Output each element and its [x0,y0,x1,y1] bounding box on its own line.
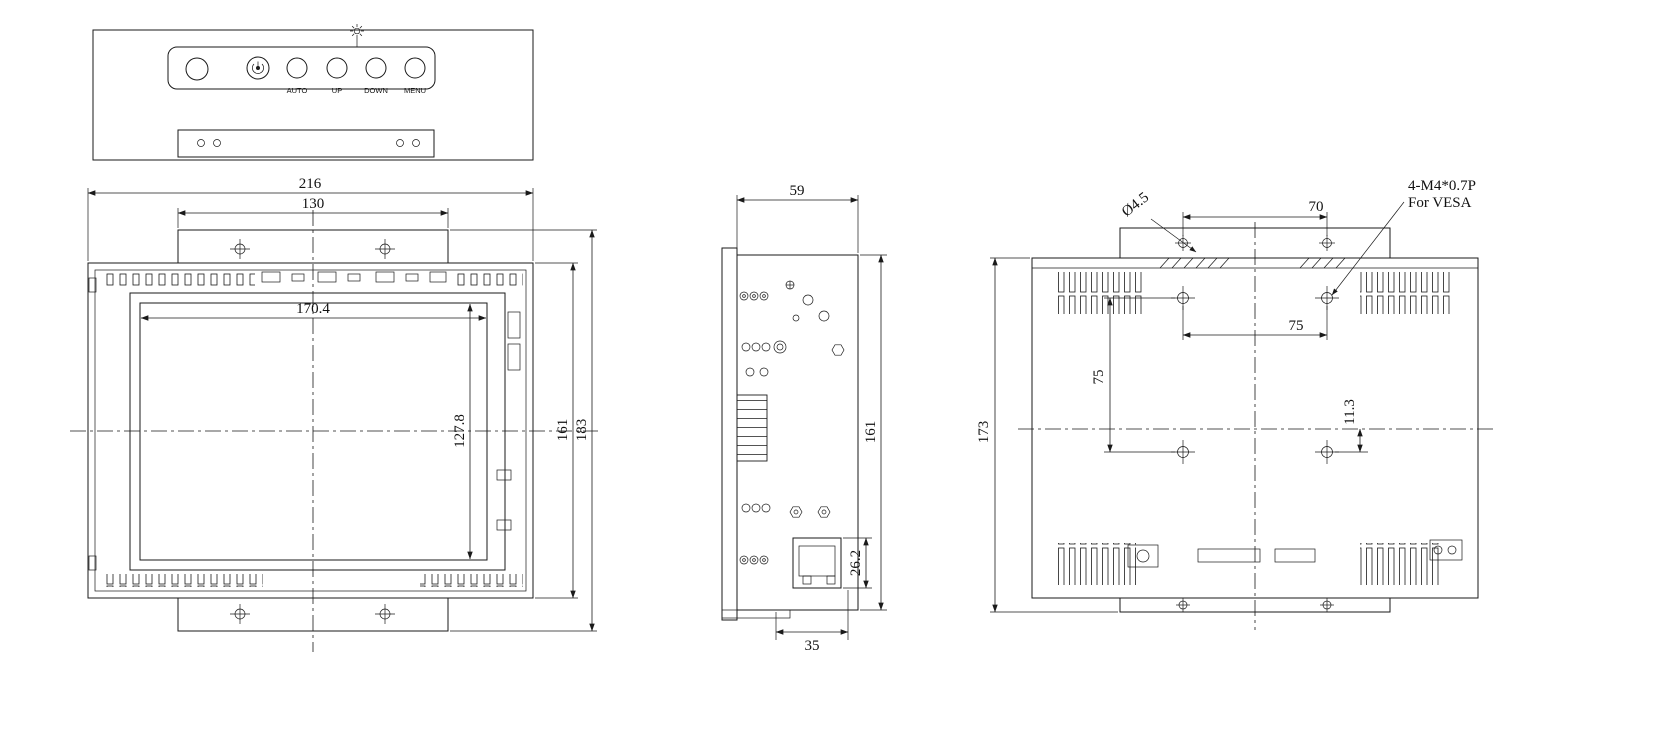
up-label: UP [332,86,342,95]
menu-label: MENU [404,86,426,95]
top-view-housing [92,29,534,161]
svg-text:183: 183 [574,419,590,442]
dim-side-height: 161 [860,254,887,611]
front-top-vents-left [103,273,255,286]
control-panel [167,46,436,90]
brightness-icon [350,24,364,47]
rear-vents-bottom-right [1360,543,1440,585]
svg-text:For VESA: For VESA [1408,195,1472,211]
dim-connector-width: 35 [775,590,849,654]
svg-text:216: 216 [299,176,322,192]
dim-top-hole-spacing: 70 [1182,199,1328,236]
down-label: DOWN [364,86,388,95]
svg-text:127.8: 127.8 [452,414,468,448]
menu-button [404,57,426,79]
ir-sensor [185,57,209,81]
dim-rear-height: 173 [976,257,1118,613]
side-hardware [739,280,845,565]
svg-text:161: 161 [555,419,571,442]
dim-overall-width: 216 [87,176,534,261]
front-view: 170.4 127.8 216 130 161 [70,176,598,652]
dim-screen-height: 127.8 [452,303,473,560]
down-button [365,57,387,79]
side-bottom-foot [721,609,791,619]
svg-text:35: 35 [805,638,820,654]
rear-bottom-connectors [1127,539,1463,568]
auto-button [286,57,308,79]
svg-text:161: 161 [863,421,879,444]
dim-vesa-vertical: 75 [1091,297,1175,453]
front-bottom-vents-right [420,574,523,587]
hole-diameter-callout: Ø4.5 [1119,189,1197,253]
svg-text:26.2: 26.2 [848,550,864,576]
up-button [326,57,348,79]
svg-text:70: 70 [1309,199,1324,215]
rear-vents-top-right [1360,272,1450,314]
svg-text:170.4: 170.4 [296,301,330,317]
dim-screen-width: 170.4 [140,301,487,321]
side-connector [792,537,842,589]
front-top-connectors [261,271,447,283]
rear-vents-top-left [1056,272,1146,314]
svg-text:130: 130 [302,196,325,212]
front-top-vents-right [455,273,523,286]
vesa-note: 4-M4*0.7P For VESA [1331,178,1476,296]
svg-text:173: 173 [976,421,992,444]
svg-text:11.3: 11.3 [1342,399,1358,425]
rear-view: 70 Ø4.5 4-M4*0.7P For VESA 75 75 [976,178,1495,630]
dim-vesa-horizontal: 75 [1182,306,1328,340]
vesa-holes [1171,286,1339,464]
svg-text:4-M4*0.7P: 4-M4*0.7P [1408,178,1476,194]
side-view: 59 161 26.2 35 [721,183,887,654]
side-card-edge [736,394,768,462]
dim-body-height: 161 [535,262,578,599]
auto-label: AUTO [287,86,308,95]
front-body-inner [94,269,527,592]
top-mounting-bracket [177,129,435,158]
side-front-bezel [721,247,738,621]
svg-text:Ø4.5: Ø4.5 [1119,189,1152,220]
svg-text:75: 75 [1091,370,1107,385]
dim-hole-offset: 11.3 [1335,399,1368,453]
dim-depth: 59 [736,183,859,253]
front-bezel [129,292,506,571]
top-view: AUTO UP DOWN MENU [92,24,534,161]
dim-connector-height: 26.2 [843,537,872,589]
power-button [246,56,270,80]
rear-vents-bottom-left [1056,543,1136,585]
front-bottom-vents-left [103,574,263,587]
dim-overall-height: 183 [450,229,597,632]
front-screen [139,302,488,561]
svg-text:75: 75 [1289,318,1304,334]
rear-bottom-bracket [1119,597,1391,613]
front-side-parts [88,277,521,571]
svg-text:59: 59 [790,183,805,199]
dim-mount-width: 130 [177,196,449,228]
rear-top-hatch [1159,257,1346,269]
front-body [87,262,534,599]
